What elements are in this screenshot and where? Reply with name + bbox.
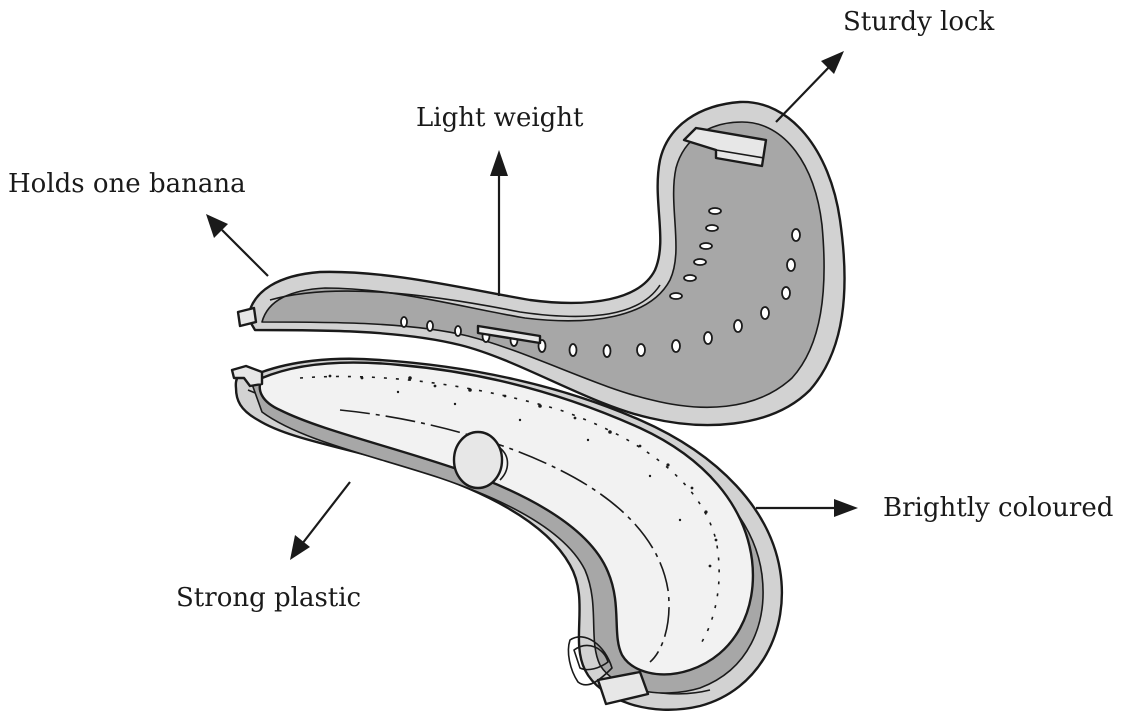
lid-left-clip bbox=[238, 308, 256, 326]
arrowhead-light-weight bbox=[490, 150, 508, 176]
arrowhead-holds-one-banana bbox=[206, 214, 228, 238]
latch-knob bbox=[454, 432, 502, 488]
arrowhead-brightly-coloured bbox=[834, 499, 858, 517]
label-sturdy-lock: Sturdy lock bbox=[843, 7, 995, 37]
label-light-weight: Light weight bbox=[416, 103, 584, 133]
label-holds-one-banana: Holds one banana bbox=[8, 169, 246, 199]
label-brightly-coloured: Brightly coloured bbox=[883, 493, 1113, 523]
label-strong-plastic: Strong plastic bbox=[176, 583, 361, 613]
arrow-sturdy-lock bbox=[776, 64, 832, 122]
arrow-holds-one-banana bbox=[222, 230, 268, 276]
arrow-strong-plastic bbox=[302, 482, 350, 544]
